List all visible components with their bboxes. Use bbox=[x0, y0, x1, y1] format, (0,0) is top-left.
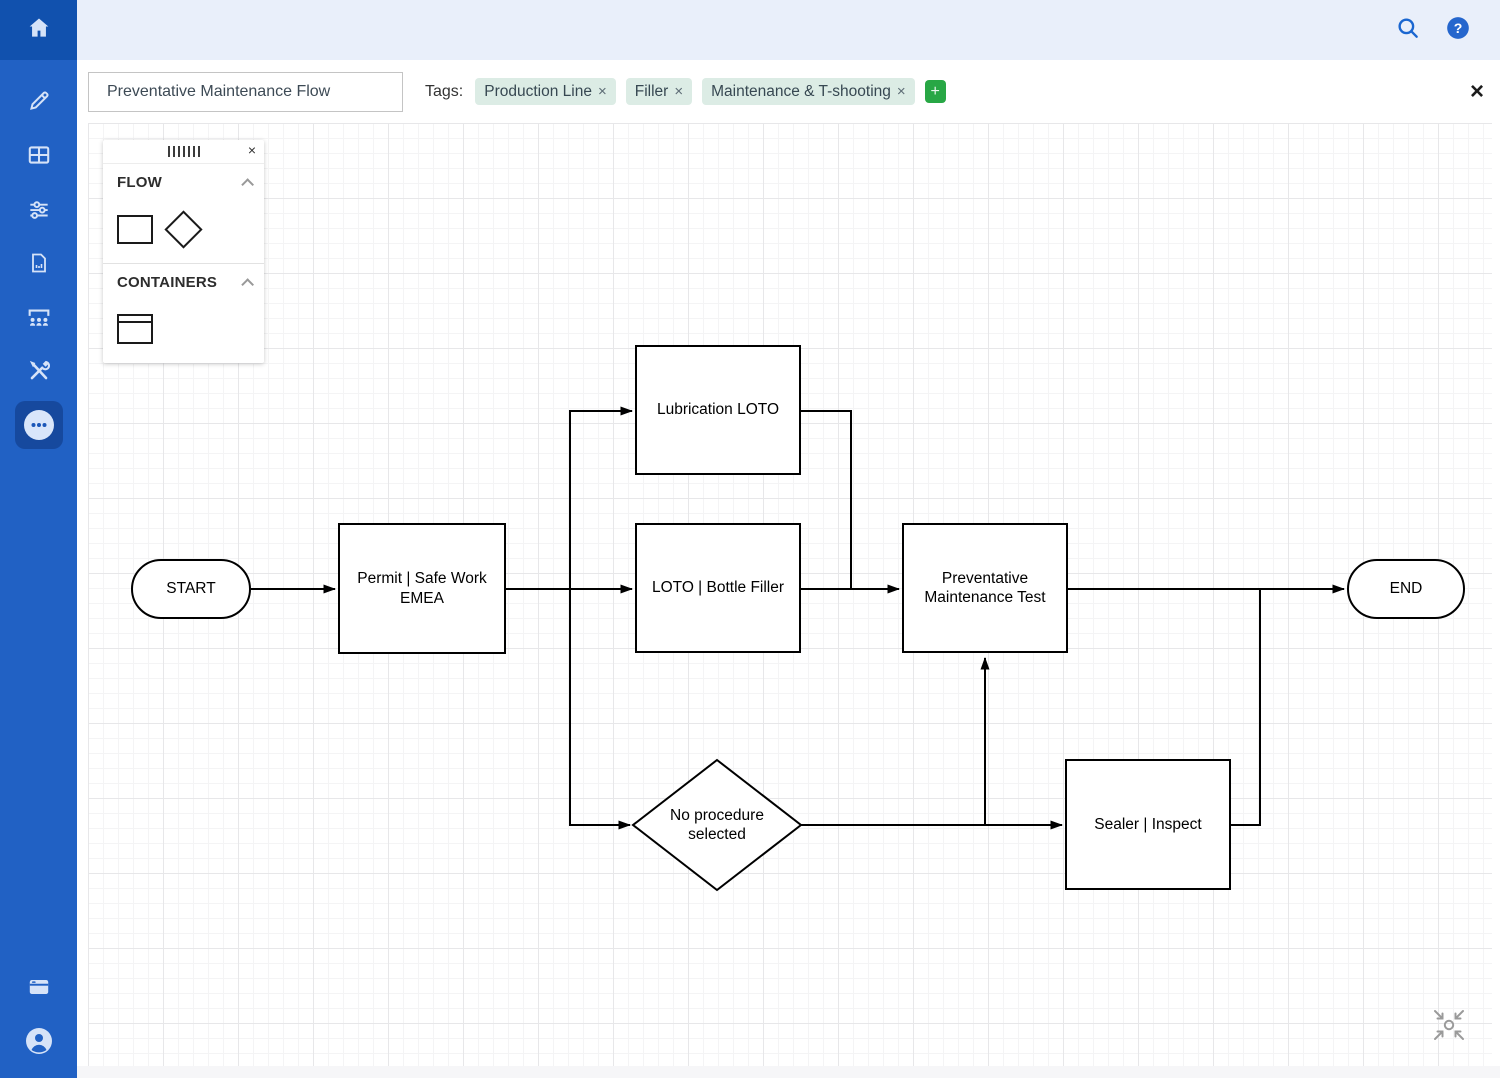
document-toolbar: Tags: Production Line × Filler × Mainten… bbox=[77, 60, 1500, 123]
chevron-up-icon[interactable] bbox=[241, 278, 254, 291]
flow-node-no-procedure-decision[interactable]: No procedure selected bbox=[670, 806, 764, 843]
table-icon bbox=[26, 142, 52, 168]
svg-text:?: ? bbox=[1454, 19, 1463, 35]
question-mark-icon: ? bbox=[1445, 15, 1471, 46]
help-button[interactable]: ? bbox=[1440, 12, 1476, 48]
tags-label: Tags: bbox=[425, 82, 464, 100]
home-icon bbox=[26, 15, 52, 46]
sidebar-item-settings[interactable] bbox=[15, 185, 63, 233]
palette-shape-container[interactable] bbox=[117, 314, 153, 344]
palette-section-title: CONTAINERS bbox=[117, 274, 218, 291]
flow-node-sealer-inspect[interactable]: Sealer | Inspect bbox=[1065, 759, 1231, 890]
sidebar bbox=[0, 0, 77, 1078]
chevron-up-icon[interactable] bbox=[241, 178, 254, 191]
palette-section-containers: CONTAINERS bbox=[103, 263, 264, 363]
tools-icon bbox=[26, 358, 52, 384]
flow-node-lubrication-loto[interactable]: Lubrication LOTO bbox=[635, 345, 801, 475]
sidebar-item-training[interactable] bbox=[15, 293, 63, 341]
flow-node-permit[interactable]: Permit | Safe Work EMEA bbox=[338, 523, 506, 654]
sliders-icon bbox=[26, 196, 52, 222]
collapse-arrows-icon bbox=[1428, 1010, 1470, 1050]
tag-remove-icon[interactable]: × bbox=[597, 83, 607, 100]
add-tag-button[interactable]: + bbox=[924, 80, 946, 103]
sidebar-item-more[interactable] bbox=[14, 401, 63, 449]
tag-label: Filler bbox=[634, 82, 669, 100]
tag-remove-icon[interactable]: × bbox=[674, 83, 684, 100]
more-ellipsis-icon bbox=[22, 408, 56, 442]
sidebar-item-account[interactable] bbox=[15, 1017, 63, 1065]
search-button[interactable] bbox=[1390, 12, 1426, 48]
collapse-view-button[interactable] bbox=[1428, 1004, 1470, 1046]
search-icon bbox=[1395, 15, 1421, 46]
tag-pill[interactable]: Production Line × bbox=[475, 78, 616, 105]
account-icon bbox=[23, 1025, 55, 1057]
palette-header[interactable]: × bbox=[103, 140, 264, 164]
pencil-icon bbox=[26, 88, 52, 114]
tags-list: Production Line × Filler × Maintenance &… bbox=[475, 78, 946, 105]
close-editor-button[interactable]: × bbox=[1469, 77, 1484, 105]
sidebar-item-tables[interactable] bbox=[15, 131, 63, 179]
sidebar-bottom bbox=[15, 960, 63, 1078]
tag-label: Maintenance & T-shooting bbox=[711, 82, 891, 100]
report-document-icon bbox=[27, 251, 51, 275]
canvas-bottom-strip bbox=[77, 1066, 1500, 1078]
top-header: ? bbox=[77, 0, 1500, 60]
tag-pill[interactable]: Filler × bbox=[625, 78, 693, 105]
flow-node-start[interactable]: START bbox=[131, 559, 251, 619]
palette-section-title: FLOW bbox=[117, 174, 162, 191]
shape-palette: × FLOW CONTAINERS bbox=[103, 140, 264, 363]
sidebar-item-window[interactable] bbox=[15, 963, 63, 1011]
drag-handle-icon[interactable] bbox=[167, 146, 200, 157]
palette-shape-rectangle[interactable] bbox=[117, 214, 153, 244]
tag-pill[interactable]: Maintenance & T-shooting × bbox=[702, 78, 915, 105]
palette-section-flow: FLOW bbox=[103, 164, 264, 263]
sidebar-item-home[interactable] bbox=[0, 0, 77, 60]
tag-label: Production Line bbox=[484, 82, 592, 100]
palette-close-icon[interactable]: × bbox=[247, 142, 256, 158]
flow-node-end[interactable]: END bbox=[1347, 559, 1465, 619]
window-icon bbox=[26, 974, 52, 1000]
sidebar-nav bbox=[14, 60, 63, 452]
sidebar-item-reports[interactable] bbox=[15, 239, 63, 287]
presentation-audience-icon bbox=[25, 303, 53, 331]
flow-title-input[interactable] bbox=[88, 71, 403, 112]
palette-shape-diamond[interactable] bbox=[164, 209, 203, 249]
flow-node-loto-bottle-filler[interactable]: LOTO | Bottle Filler bbox=[635, 523, 801, 653]
sidebar-item-edit[interactable] bbox=[15, 77, 63, 125]
tag-remove-icon[interactable]: × bbox=[896, 83, 906, 100]
sidebar-item-tools[interactable] bbox=[15, 347, 63, 395]
flow-node-preventative-maintenance-test[interactable]: Preventative Maintenance Test bbox=[902, 523, 1068, 653]
